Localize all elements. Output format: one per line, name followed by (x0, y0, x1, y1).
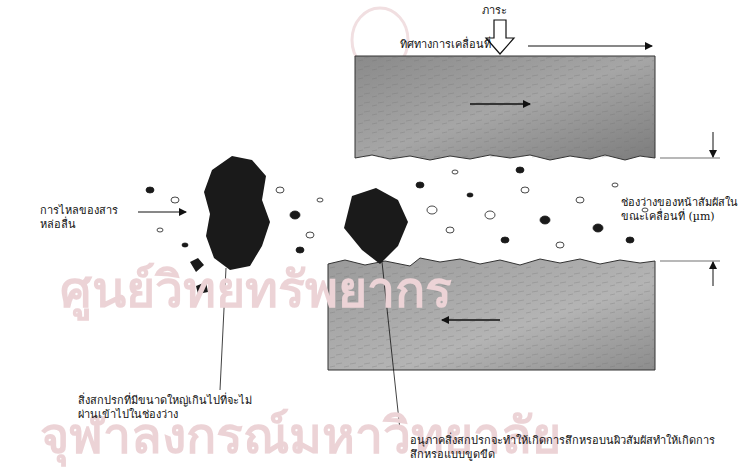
debris-particle (521, 187, 529, 193)
debris-particle (556, 242, 564, 248)
large-dirt-particle (204, 156, 270, 270)
debris-particle (146, 187, 154, 193)
debris-particle (416, 182, 424, 188)
debris-particle (276, 187, 284, 193)
debris-particle (516, 167, 524, 173)
debris-particle (317, 198, 323, 202)
flow-label: การไหลของสารหล่อลื่น (40, 204, 132, 232)
extension-line (660, 158, 720, 159)
debris-particle (593, 224, 603, 232)
particle-label: อนุภาคสิ่งสกปรกจะทำให้เกิดการสึกหรอบนผิว… (410, 434, 740, 462)
debris-particle (446, 227, 454, 233)
debris-particle (576, 197, 584, 203)
motion-arrow (470, 103, 530, 105)
debris-particle (171, 197, 179, 203)
abrasive-particle (344, 188, 408, 264)
flow-arrow (138, 212, 186, 213)
debris-particle (467, 193, 473, 197)
gap-label: ช่องว่างของหน้าสัมผัสในขณะเคลื่อนที่ (µm… (621, 196, 743, 224)
small-debris (146, 167, 648, 253)
watermark-text: ศูนย์วิทยทรัพยากร (60, 262, 452, 318)
debris-particle (501, 237, 509, 243)
extension-line (660, 261, 720, 262)
debris-particle (296, 247, 304, 253)
debris-particle (452, 170, 458, 174)
debris-particle (182, 243, 188, 247)
debris-particle (540, 216, 550, 224)
debris-particle (612, 183, 618, 187)
dimension-arrow (713, 262, 714, 286)
direction-arrow (528, 46, 652, 47)
debris-particle (306, 232, 314, 238)
debris-particle (157, 228, 163, 232)
upper-body (355, 56, 655, 160)
dimension-arrow (713, 132, 714, 157)
debris-particle (290, 211, 300, 219)
debris-particle (626, 237, 634, 243)
debris-particle (485, 211, 495, 219)
load-label: ภาระ (482, 4, 542, 18)
debris-particle (427, 206, 437, 214)
large-dirt-label: สิ่งสกปรกที่มีขนาดใหญ่เกินไปที่จะไม่ผ่าน… (78, 394, 258, 422)
upper-texture (355, 56, 655, 158)
motion-arrow (442, 319, 500, 321)
direction-label: ทิศทางการเคลื่อนที่ (400, 38, 525, 52)
